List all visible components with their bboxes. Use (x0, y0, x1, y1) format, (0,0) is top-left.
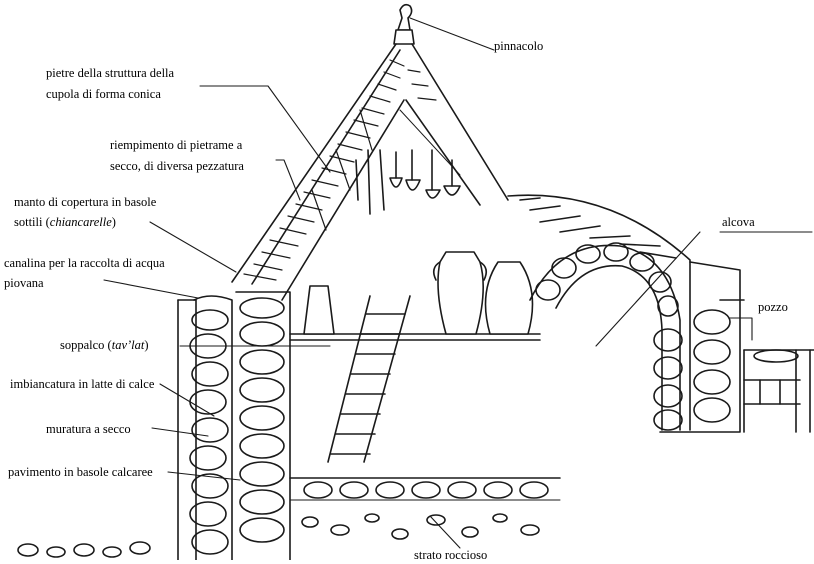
label-pinnacolo: pinnacolo (494, 39, 544, 53)
ladder (327, 295, 411, 463)
label-canalina-line2: piovana (4, 276, 44, 290)
mezzanine-shelf (289, 333, 541, 341)
roof-slabs-hatching (243, 59, 437, 281)
label-riempimento-line1: riempimento di pietrame a (110, 138, 243, 152)
label-pietre-line1: pietre della struttura della (46, 66, 175, 80)
alcove-arch (507, 194, 745, 433)
pinnacle-drawing (393, 3, 415, 45)
leader-lines (103, 17, 813, 549)
label-imbiancatura: imbiancatura in latte di calce (10, 377, 155, 391)
label-manto-line1: manto di copertura in basole (14, 195, 157, 209)
label-muratura: muratura a secco (46, 422, 131, 436)
label-pozzo: pozzo (758, 300, 788, 314)
label-soppalco: soppalco (tav’lat) (60, 336, 149, 354)
label-riempimento-line2: secco, di diversa pezzatura (110, 159, 244, 173)
dome-outline (231, 43, 509, 301)
label-pietre-line2: cupola di forma conica (46, 87, 161, 101)
jars (303, 251, 534, 335)
label-soppalco-c: ) (144, 338, 149, 352)
hanging-objects (355, 149, 461, 215)
label-manto-line2: sottili (chiancarelle) (14, 213, 116, 231)
label-manto-2c: ) (111, 215, 116, 229)
label-strato: strato roccioso (414, 548, 488, 562)
label-canalina-line1: canalina per la raccolta di acqua (4, 256, 165, 270)
label-soppalco-b: tav’lat (111, 338, 145, 352)
label-pavimento: pavimento in basole calcaree (8, 465, 153, 479)
left-exterior-wall (177, 291, 291, 560)
label-alcova: alcova (722, 215, 755, 229)
label-manto-2a: sottili ( (14, 215, 50, 229)
label-soppalco-a: soppalco ( (60, 338, 112, 352)
well-drawing (743, 349, 814, 433)
label-manto-2b: chiancarelle (49, 215, 112, 229)
floor-and-rock-layer (17, 477, 561, 558)
